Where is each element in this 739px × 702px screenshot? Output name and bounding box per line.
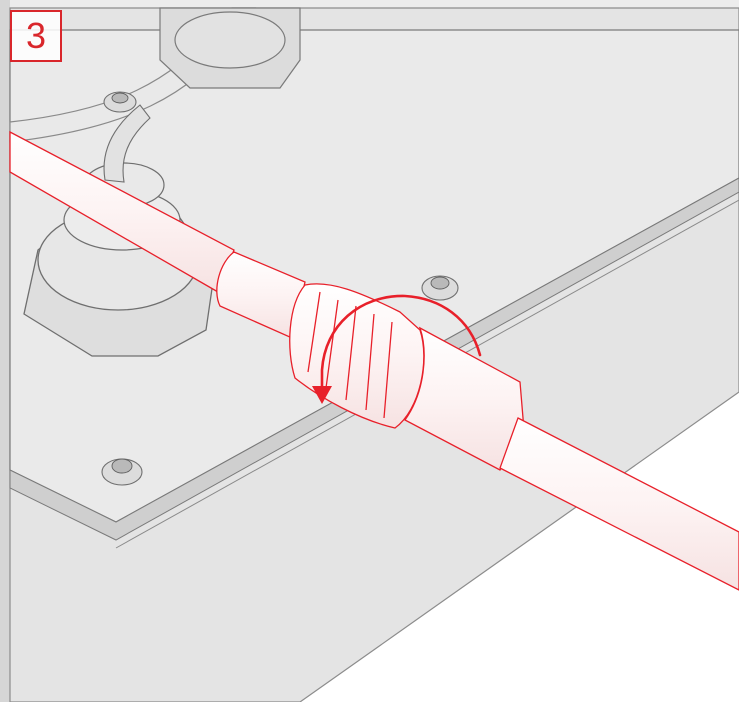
knurl-lines — [307, 291, 393, 419]
clockwise-rotation-arrow-icon — [312, 294, 482, 404]
cable-right-segment — [499, 417, 739, 591]
upper-gland-nut — [174, 11, 286, 69]
plate-edge — [9, 177, 739, 541]
step-number-badge: 3 — [10, 10, 62, 62]
connector-sleeve-left — [216, 251, 306, 339]
hex-socket-screw-icon — [103, 91, 137, 113]
hex-socket-screw-icon — [421, 275, 459, 301]
gland-cable — [103, 104, 151, 183]
top-strip — [10, 0, 739, 8]
frame-edge — [0, 0, 10, 702]
hex-socket-screw-icon — [101, 458, 143, 486]
